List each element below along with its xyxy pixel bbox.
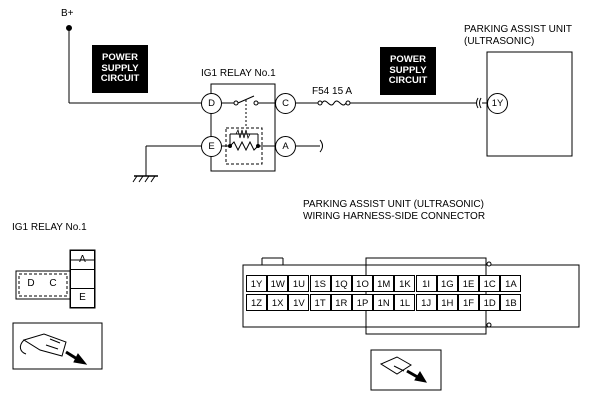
relay-connector-cell-blank (70, 269, 95, 289)
badge-line: POWER (102, 52, 138, 64)
connector-pin-1v: 1V (288, 294, 310, 311)
connector-pin-1w: 1W (267, 275, 289, 292)
badge-line: SUPPLY (101, 62, 139, 74)
relay-switch-contact-icon (237, 95, 255, 104)
connector-pin-1y: 1Y (246, 275, 267, 292)
relay-terminal-e: E (201, 136, 222, 157)
connector-pin-1u: 1U (288, 275, 310, 292)
relay-terminal-d: D (201, 93, 222, 114)
relay-connector-cell-d: D (27, 278, 35, 289)
relay-connector-title: IG1 RELAY No.1 (12, 222, 87, 233)
power-supply-circuit-badge-left: POWER SUPPLY CIRCUIT (92, 45, 148, 93)
badge-line: POWER (390, 54, 426, 66)
connector-pin-1k: 1K (394, 275, 416, 292)
relay-coil-icon (222, 128, 275, 152)
connector-pin-1f: 1F (458, 294, 479, 311)
harness-connector-title-line1: PARKING ASSIST UNIT (ULTRASONIC) (303, 199, 484, 210)
power-supply-circuit-badge-right: POWER SUPPLY CIRCUIT (380, 47, 436, 95)
connector-pin-1h: 1H (436, 294, 458, 311)
connector-pin-1d: 1D (479, 294, 501, 311)
connector-pin-1a: 1A (500, 275, 522, 292)
connector-probe-icon (370, 349, 442, 391)
relay-connector-cell-c: C (49, 278, 57, 289)
connector-pin-1j: 1J (415, 294, 437, 311)
connector-pin-1r: 1R (330, 294, 352, 311)
b-plus-label: B+ (61, 8, 74, 19)
connector-pin-1c: 1C (479, 275, 501, 292)
connector-probe-icon (12, 322, 103, 370)
unit-title-line1: PARKING ASSIST UNIT (464, 24, 572, 35)
connector-pin-1p: 1P (352, 294, 373, 311)
connector-pin-1l: 1L (394, 294, 416, 311)
connector-pin-1z: 1Z (246, 294, 267, 311)
harness-connector-title-line2: WIRING HARNESS-SIDE CONNECTOR (303, 211, 486, 222)
connector-pin-1n: 1N (373, 294, 395, 311)
connector-pin-1m: 1M (373, 275, 395, 292)
relay-title: IG1 RELAY No.1 (201, 68, 276, 79)
connector-pin-1b: 1B (500, 294, 522, 311)
relay-terminal-a: A (275, 136, 296, 157)
relay-terminal-c: C (275, 93, 296, 114)
connector-pin-1t: 1T (309, 294, 331, 311)
connector-pin-1q: 1Q (330, 275, 352, 292)
badge-line: CIRCUIT (100, 73, 140, 85)
relay-connector-cell-e: E (70, 288, 95, 308)
ground-symbol-icon (132, 175, 158, 183)
connector-pin-1s: 1S (309, 275, 331, 292)
connector-pin-1x: 1X (267, 294, 289, 311)
badge-line: CIRCUIT (388, 75, 428, 87)
connector-pin-1o: 1O (352, 275, 373, 292)
connector-pin-1i: 1I (415, 275, 437, 292)
relay-connector-body (15, 259, 95, 300)
badge-line: SUPPLY (389, 64, 427, 76)
connector-pin-1g: 1G (436, 275, 458, 292)
fuse-icon (317, 100, 351, 106)
fuse-label: F54 15 A (312, 86, 353, 97)
relay-connector-cell-a: A (70, 250, 95, 270)
relay-body (210, 83, 276, 172)
unit-pin-1y: 1Y (487, 93, 508, 114)
connector-pin-1e: 1E (458, 275, 479, 292)
unit-title-line2: (ULTRASONIC) (464, 36, 535, 47)
